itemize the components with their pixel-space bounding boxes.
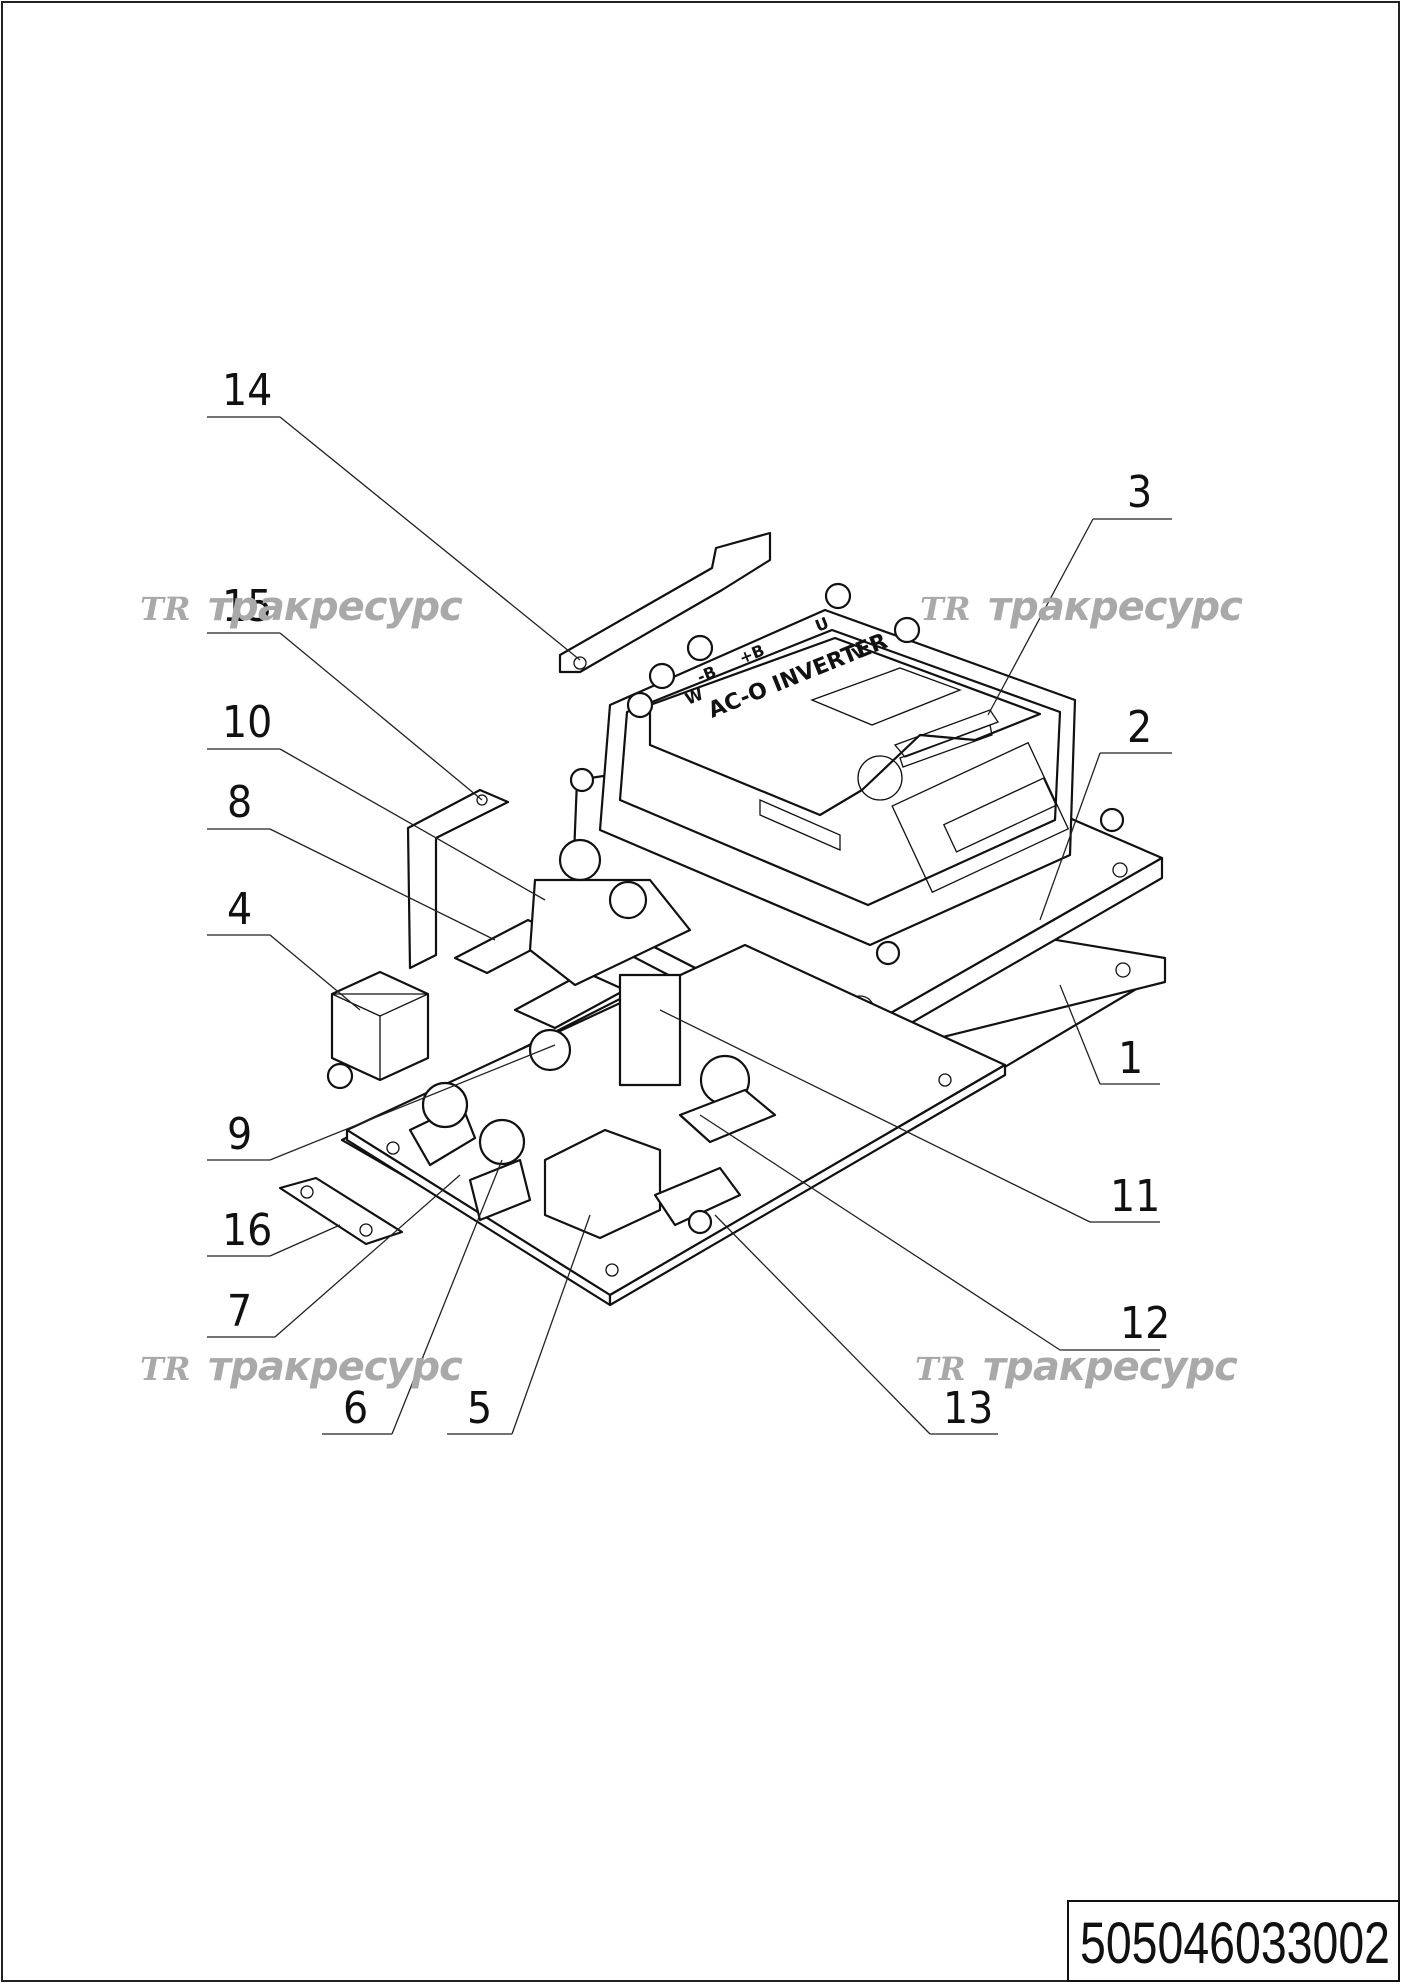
watermark-logo: TR bbox=[140, 590, 190, 628]
callout-16: 16 bbox=[222, 1205, 272, 1256]
watermark-bottom-left: TR тракресурс bbox=[140, 1344, 464, 1390]
callout-11: 11 bbox=[1110, 1171, 1160, 1222]
watermark-logo: TR bbox=[140, 1350, 190, 1388]
watermark-text: тракресурс bbox=[983, 1344, 1238, 1390]
relay-4 bbox=[326, 970, 430, 1090]
watermark-bottom-right: TR тракресурс bbox=[915, 1344, 1239, 1390]
watermark-logo: TR bbox=[920, 590, 970, 628]
callout-5: 5 bbox=[467, 1383, 492, 1434]
doc-number: 505046033002 bbox=[1080, 1911, 1390, 1976]
callout-15: 15 bbox=[222, 581, 272, 632]
watermark-top-left: TR тракресурс bbox=[140, 584, 464, 630]
callouts: 14 3 2 15 10 8 4 9 1 11 16 7 12 6 5 13 bbox=[207, 365, 1172, 1435]
terminal-posts bbox=[408, 1054, 777, 1240]
watermark-top-right: TR тракресурс bbox=[920, 584, 1244, 630]
callout-1: 1 bbox=[1118, 1033, 1143, 1084]
callout-9: 9 bbox=[227, 1109, 252, 1160]
callout-4: 4 bbox=[227, 884, 252, 935]
callout-2: 2 bbox=[1127, 702, 1152, 753]
watermark-text: тракресурс bbox=[208, 1344, 463, 1390]
callout-3: 3 bbox=[1127, 467, 1152, 518]
callout-14: 14 bbox=[222, 365, 272, 416]
shim-strip-16 bbox=[278, 1176, 404, 1246]
callout-10: 10 bbox=[222, 697, 272, 748]
fuse-holders bbox=[453, 838, 692, 1087]
callout-7: 7 bbox=[227, 1286, 252, 1337]
bus-bar-14 bbox=[558, 531, 772, 674]
watermark-text: тракресурс bbox=[208, 584, 463, 630]
callout-13: 13 bbox=[943, 1383, 993, 1434]
inverter-3: AC-O INVERTER W -B +B U V bbox=[569, 582, 1125, 966]
callout-6: 6 bbox=[343, 1383, 368, 1434]
callout-12: 12 bbox=[1120, 1298, 1170, 1349]
doc-number-box: 505046033002 bbox=[1067, 1900, 1400, 1982]
callout-8: 8 bbox=[227, 777, 252, 828]
terminal-label-w: W bbox=[682, 684, 706, 708]
watermark-logo: TR bbox=[915, 1350, 965, 1388]
watermark-text: тракресурс bbox=[988, 584, 1243, 630]
